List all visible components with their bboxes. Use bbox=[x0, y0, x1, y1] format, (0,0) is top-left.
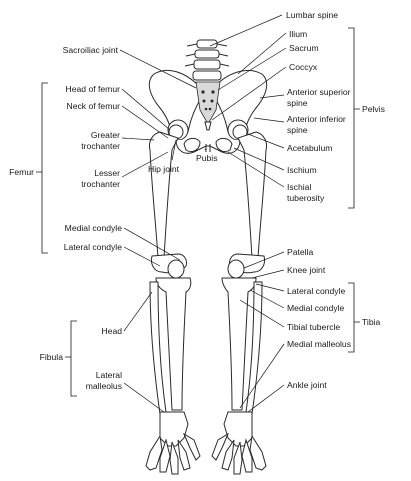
label-asis-line1: Anterior superior bbox=[287, 87, 351, 97]
label-medial-condyle-tibia: Medial condyle bbox=[287, 303, 345, 313]
patella-left-drawing bbox=[227, 259, 245, 279]
label-ankle-joint: Ankle joint bbox=[287, 380, 327, 390]
lower-leg-drawing bbox=[149, 277, 263, 415]
label-tibia: Tibia bbox=[362, 317, 381, 327]
skeleton bbox=[145, 39, 268, 475]
labels: Lumbar spine Ilium Sacrum Coccyx Anterio… bbox=[9, 10, 385, 391]
label-ischium: Ischium bbox=[287, 165, 317, 175]
label-femur: Femur bbox=[9, 167, 34, 177]
label-acetabulum: Acetabulum bbox=[287, 143, 332, 153]
label-lesser-line2: trochanter bbox=[81, 179, 120, 189]
label-lateral-malleolus-line1: Lateral bbox=[96, 370, 122, 380]
label-ilium: Ilium bbox=[289, 29, 307, 39]
label-pubis: Pubis bbox=[196, 153, 218, 163]
label-asis-line2: spine bbox=[287, 98, 308, 108]
label-patella: Patella bbox=[287, 247, 313, 257]
label-head-fibula: Head bbox=[101, 326, 122, 336]
label-lesser-line1: Lesser bbox=[94, 168, 120, 178]
brackets bbox=[36, 27, 360, 397]
feet-drawing bbox=[145, 411, 267, 475]
label-knee-joint: Knee joint bbox=[287, 265, 326, 275]
leader-lines bbox=[119, 14, 287, 413]
label-aiis-line1: Anterior inferior bbox=[287, 114, 346, 124]
label-aiis-line2: spine bbox=[287, 125, 308, 135]
label-greater-line2: trochanter bbox=[81, 141, 120, 151]
label-pelvis: Pelvis bbox=[362, 104, 385, 114]
pelvis-bracket bbox=[348, 27, 360, 209]
label-medial-condyle-femur: Medial condyle bbox=[65, 223, 123, 233]
label-head-of-femur: Head of femur bbox=[66, 84, 121, 94]
tibia-bracket bbox=[348, 282, 360, 353]
label-coccyx: Coccyx bbox=[289, 62, 318, 72]
label-ischial-line2: tuberosity bbox=[287, 193, 325, 203]
label-lateral-condyle-tibia: Lateral condyle bbox=[287, 286, 346, 296]
fibula-bracket bbox=[65, 320, 77, 397]
label-sacroiliac-joint: Sacroiliac joint bbox=[63, 45, 119, 55]
label-greater-line1: Greater bbox=[91, 130, 120, 140]
lumbar-spine-drawing bbox=[184, 39, 230, 81]
label-sacrum: Sacrum bbox=[289, 43, 319, 53]
label-hip-joint: Hip joint bbox=[148, 164, 180, 174]
label-tibial-tubercle: Tibial tubercle bbox=[287, 322, 340, 332]
label-lumbar-spine: Lumbar spine bbox=[286, 10, 338, 20]
label-ischial-line1: Ischial bbox=[287, 182, 311, 192]
label-neck-of-femur: Neck of femur bbox=[67, 101, 121, 111]
label-lateral-malleolus-line2: malleolus bbox=[86, 381, 122, 391]
label-lateral-condyle-femur: Lateral condyle bbox=[64, 242, 123, 252]
femur-drawing bbox=[149, 124, 267, 274]
patella-right-drawing bbox=[167, 259, 185, 279]
pelvis-drawing bbox=[148, 70, 268, 154]
femur-bracket bbox=[36, 82, 48, 254]
label-medial-malleolus: Medial malleolus bbox=[287, 339, 351, 349]
label-fibula: Fibula bbox=[40, 352, 64, 362]
